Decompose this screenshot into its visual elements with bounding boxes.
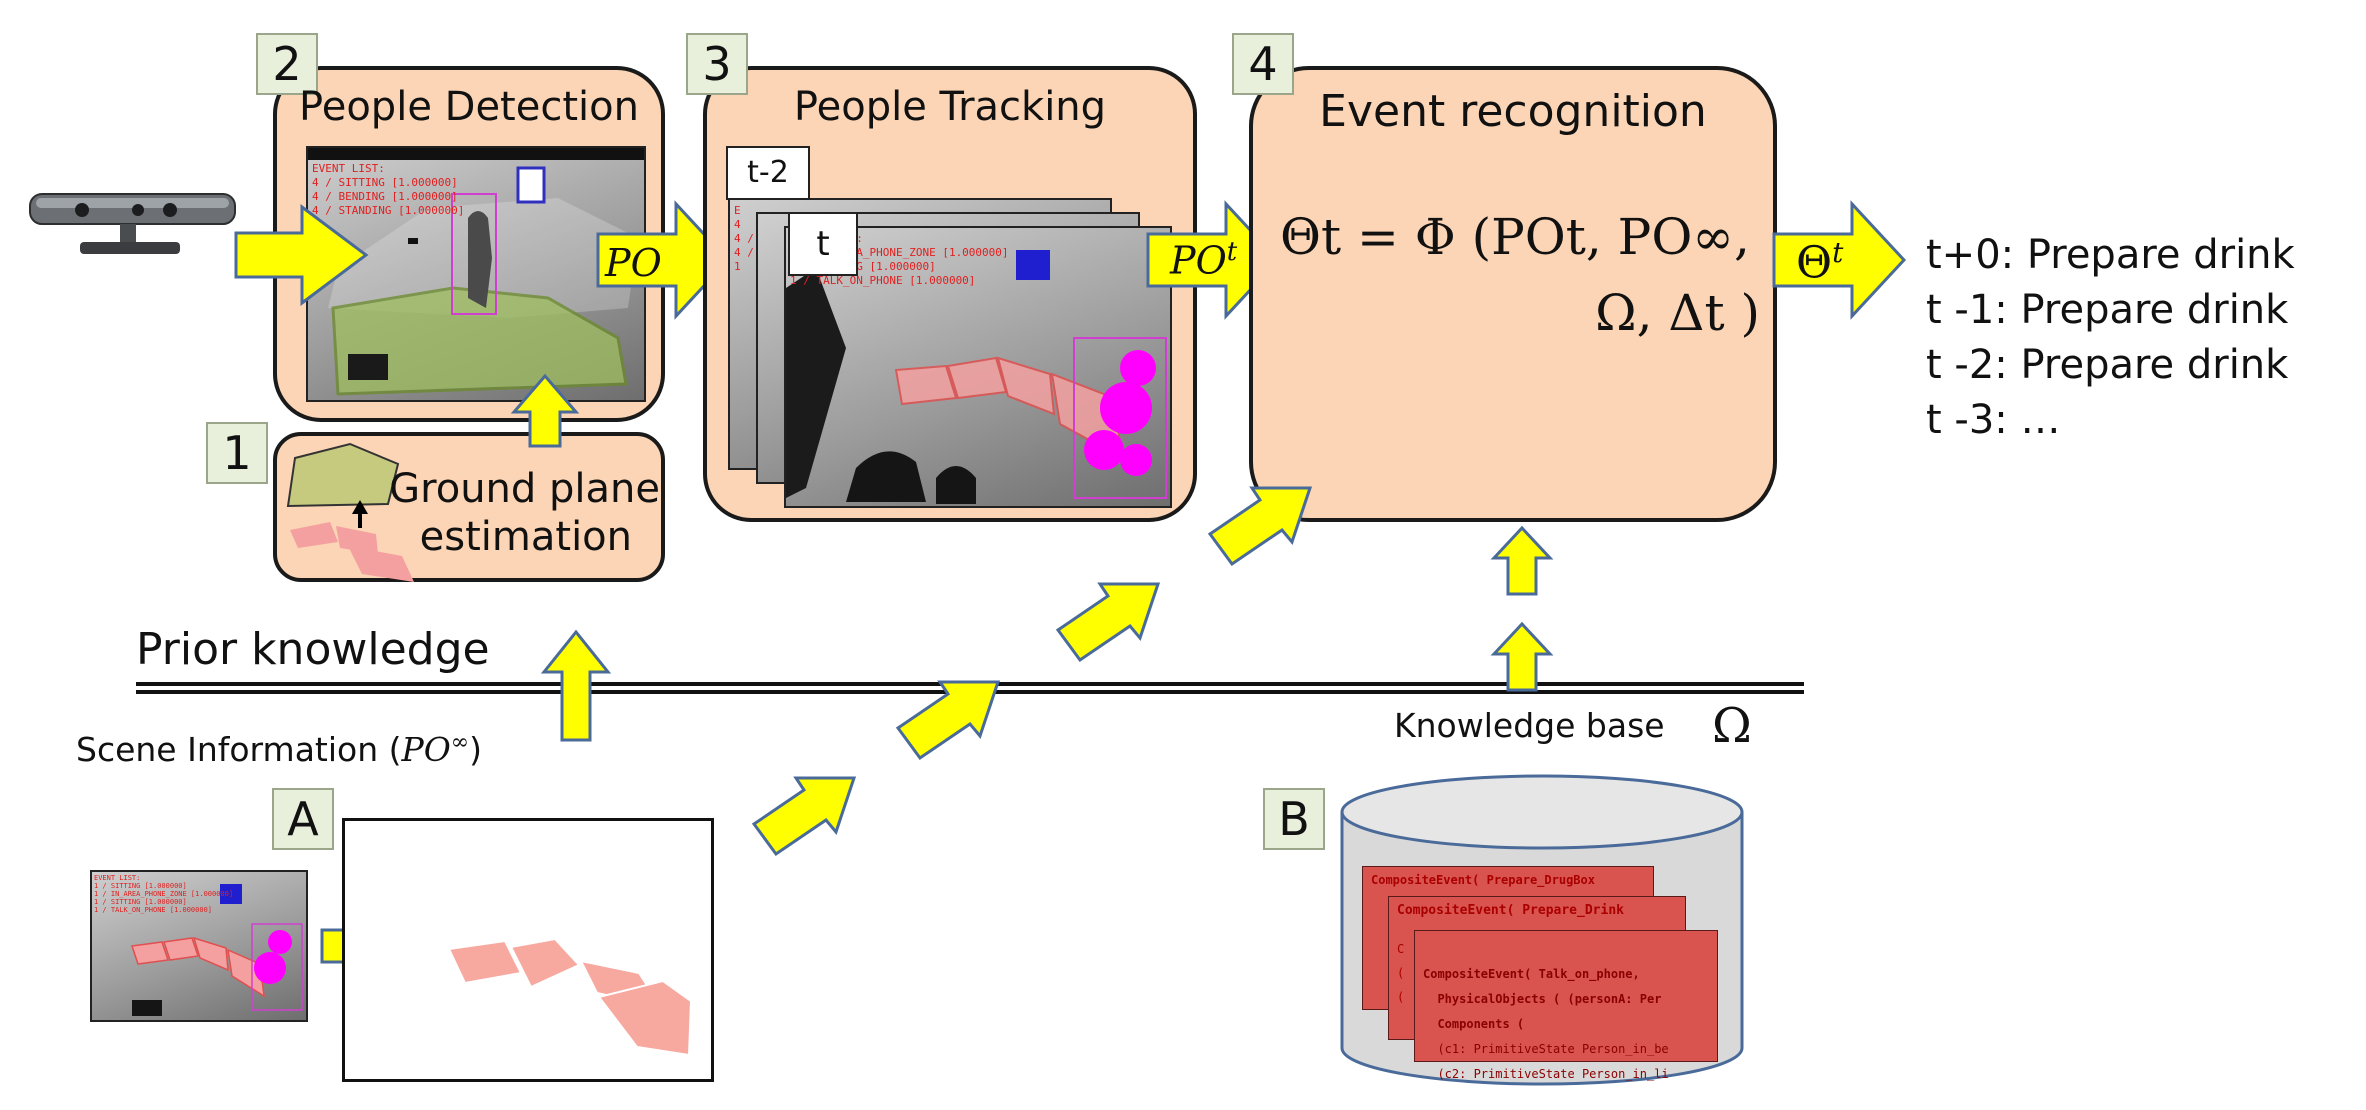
activity-zones-illustration	[447, 937, 693, 1057]
step-2-badge: 2	[256, 33, 318, 95]
scene-to-ground-arrow	[540, 629, 612, 742]
output-item-2: t -2: Prepare drink	[1926, 342, 2289, 388]
ground-plane-title-line2: estimation	[419, 514, 632, 560]
frame-label-t: t	[788, 212, 858, 276]
step-4-badge: 4	[1232, 33, 1294, 95]
knowledge-base-label: Knowledge base	[1394, 706, 1665, 745]
people-tracking-title: People Tracking	[793, 84, 1107, 130]
detection-to-tracking-arrow	[596, 200, 731, 320]
scene-thumbnail: EVENT LIST: 1 / SITTING [1.000000] 1 / I…	[90, 870, 308, 1022]
kb-rule-line-0: CompositeEvent( Talk_on_phone,	[1423, 967, 1640, 981]
people-detection-title: People Detection	[299, 84, 639, 130]
po-label: PO	[605, 241, 662, 285]
kb-rule-line-1: PhysicalObjects ( (personA: Per	[1423, 992, 1662, 1006]
formula-line-1: Θt = Φ (POt, PO∞,	[1280, 208, 1750, 266]
detection-depth-image: EVENT LIST: 4 / SITTING [1.000000] 4 / B…	[306, 146, 646, 402]
kb-to-event-arrow-upper	[1490, 525, 1554, 596]
omega-symbol: Ω	[1712, 698, 1752, 754]
output-item-3: t -3: …	[1926, 397, 2061, 443]
step-3-badge: 3	[686, 33, 748, 95]
step-a-badge: A	[272, 788, 334, 850]
ground-to-detection-arrow	[510, 373, 580, 448]
scene-thumbnail-text: EVENT LIST: 1 / SITTING [1.000000] 1 / I…	[94, 874, 234, 914]
scene-information-label: Scene Information (PO∞)	[76, 730, 482, 769]
detection-event-list: EVENT LIST: 4 / SITTING [1.000000] 4 / B…	[312, 162, 465, 217]
zones-panel	[342, 818, 714, 1082]
output-list: t+0: Prepare drink t -1: Prepare drink t…	[1926, 228, 2295, 448]
detection-overlay	[328, 166, 638, 396]
step-1-badge: 1	[206, 422, 268, 484]
pot-label: POt	[1170, 237, 1238, 283]
event-recognition-box	[1249, 66, 1777, 522]
scene-to-event-arrows	[751, 486, 1313, 857]
event-recognition-title: Event recognition	[1319, 86, 1707, 137]
kb-rule-line-3: (c1: PrimitiveState Person_in_be	[1423, 1042, 1669, 1056]
ground-plane-illustration	[286, 442, 414, 582]
ground-plane-title-line1: Ground plane	[389, 466, 660, 512]
step-b-badge: B	[1263, 788, 1325, 850]
camera-to-detection-arrow	[234, 204, 369, 306]
theta-output-label: Θt	[1796, 236, 1844, 289]
kb-to-event-arrow-lower	[1490, 621, 1554, 692]
prior-knowledge-label: Prior knowledge	[136, 624, 490, 675]
formula-line-2: Ω, Δt )	[1595, 284, 1760, 342]
output-item-1: t -1: Prepare drink	[1926, 287, 2289, 333]
event-output-arrow	[1772, 200, 1907, 320]
depth-camera-image	[29, 193, 236, 254]
output-item-0: t+0: Prepare drink	[1926, 232, 2295, 278]
kb-rule-line-2: Components (	[1423, 1017, 1525, 1031]
frame-label-t-2: t-2	[726, 146, 810, 200]
kb-rule-line-4: (c2: PrimitiveState Person_in_li	[1423, 1067, 1669, 1081]
kb-card-3: CompositeEvent( Talk_on_phone, PhysicalO…	[1414, 930, 1718, 1081]
